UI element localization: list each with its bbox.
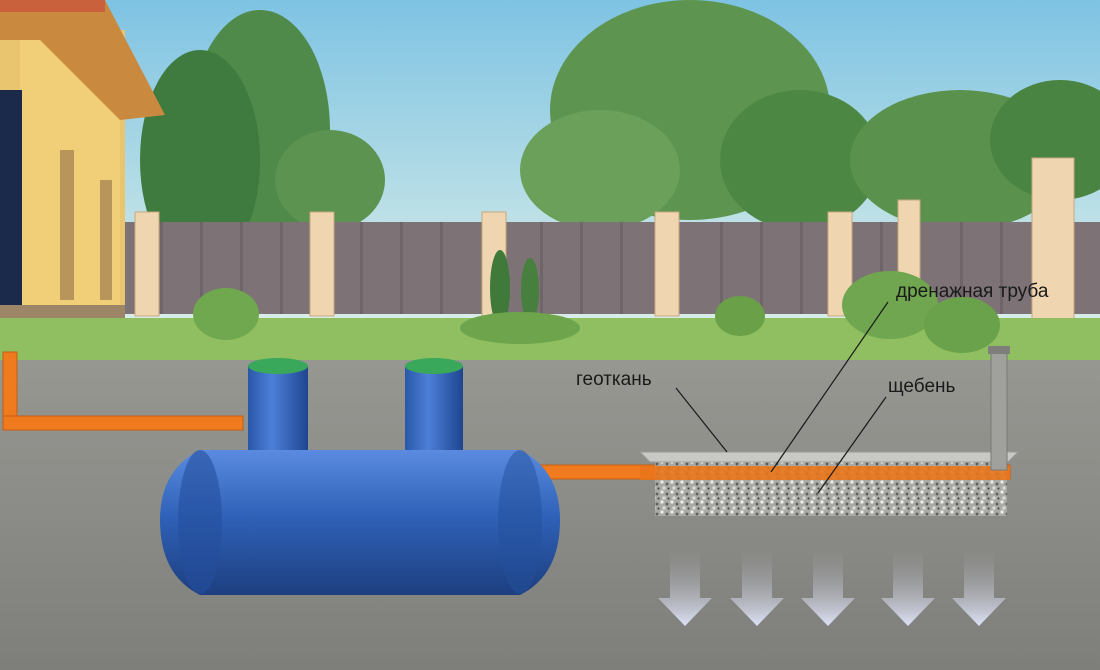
label-geotextile: геоткань [576, 369, 652, 390]
down-arrow-icon [730, 550, 784, 626]
down-arrow-icon [801, 550, 855, 626]
septic-tank [160, 358, 560, 595]
down-arrow-icon [881, 550, 935, 626]
drainage-field [638, 451, 1020, 516]
down-arrow-icon [952, 550, 1006, 626]
background-trees [140, 0, 1100, 270]
fence [120, 157, 1100, 359]
label-crushed-stone: щебень [888, 376, 956, 397]
infiltration-arrows [658, 550, 1006, 626]
vent-riser [988, 346, 1010, 471]
inlet-pipe [2, 351, 244, 431]
garden-lawn [0, 250, 1100, 364]
geotextile-layer [638, 451, 1020, 463]
leader-crushed-stone [817, 396, 887, 494]
label-drainage-pipe: дренажная труба [896, 281, 1049, 302]
leader-geotextile [675, 387, 728, 453]
down-arrow-icon [658, 550, 712, 626]
leader-drainage-pipe [770, 301, 889, 473]
leader-lines [675, 301, 889, 494]
